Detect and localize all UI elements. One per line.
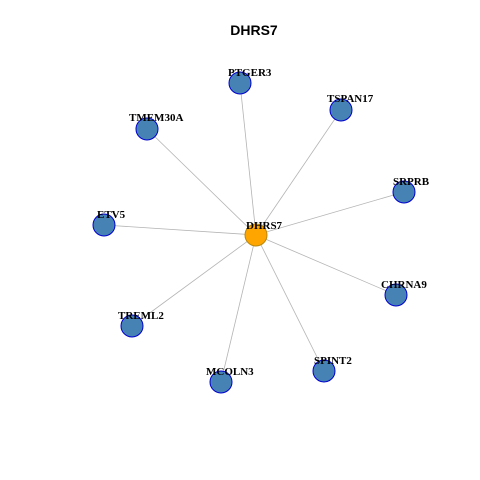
node-center-dhrs7[interactable]	[244, 223, 268, 247]
nodes-group	[92, 71, 416, 394]
node-chrna9[interactable]	[384, 283, 408, 307]
node-label-etv5: ETV5	[97, 209, 126, 221]
node-label-treml2: TREML2	[118, 310, 164, 322]
node-etv5[interactable]	[92, 213, 116, 237]
node-tspan17[interactable]	[329, 98, 353, 122]
node-tmem30a[interactable]	[135, 117, 159, 141]
edge-dhrs7-chrna9	[255, 234, 397, 296]
node-label-spint2: SPINT2	[314, 355, 352, 367]
node-label-chrna9: CHRNA9	[381, 279, 427, 291]
node-ptger3[interactable]	[228, 71, 252, 95]
edge-dhrs7-treml2	[131, 234, 257, 327]
node-label-ptger3: PTGER3	[228, 67, 272, 79]
edge-dhrs7-mcoln3	[220, 234, 257, 383]
node-label-tmem30a: TMEM30A	[129, 112, 183, 124]
edge-dhrs7-spint2	[255, 234, 325, 372]
node-label-tspan17: TSPAN17	[327, 93, 374, 105]
node-spint2[interactable]	[312, 359, 336, 383]
edge-dhrs7-etv5	[103, 224, 257, 236]
node-mcoln3[interactable]	[209, 370, 233, 394]
edge-dhrs7-tmem30a	[146, 128, 257, 236]
node-label-center: DHRS7	[246, 220, 283, 232]
node-label-mcoln3: MCOLN3	[206, 366, 254, 378]
edge-dhrs7-ptger3	[239, 82, 257, 236]
edge-dhrs7-srprb	[255, 191, 405, 236]
node-treml2[interactable]	[120, 314, 144, 338]
edge-dhrs7-tspan17	[255, 109, 342, 236]
node-srprb[interactable]	[392, 180, 416, 204]
edges-group	[103, 82, 405, 383]
diagram-title: DHRS7	[230, 22, 278, 38]
node-label-srprb: SRPRB	[393, 176, 430, 188]
